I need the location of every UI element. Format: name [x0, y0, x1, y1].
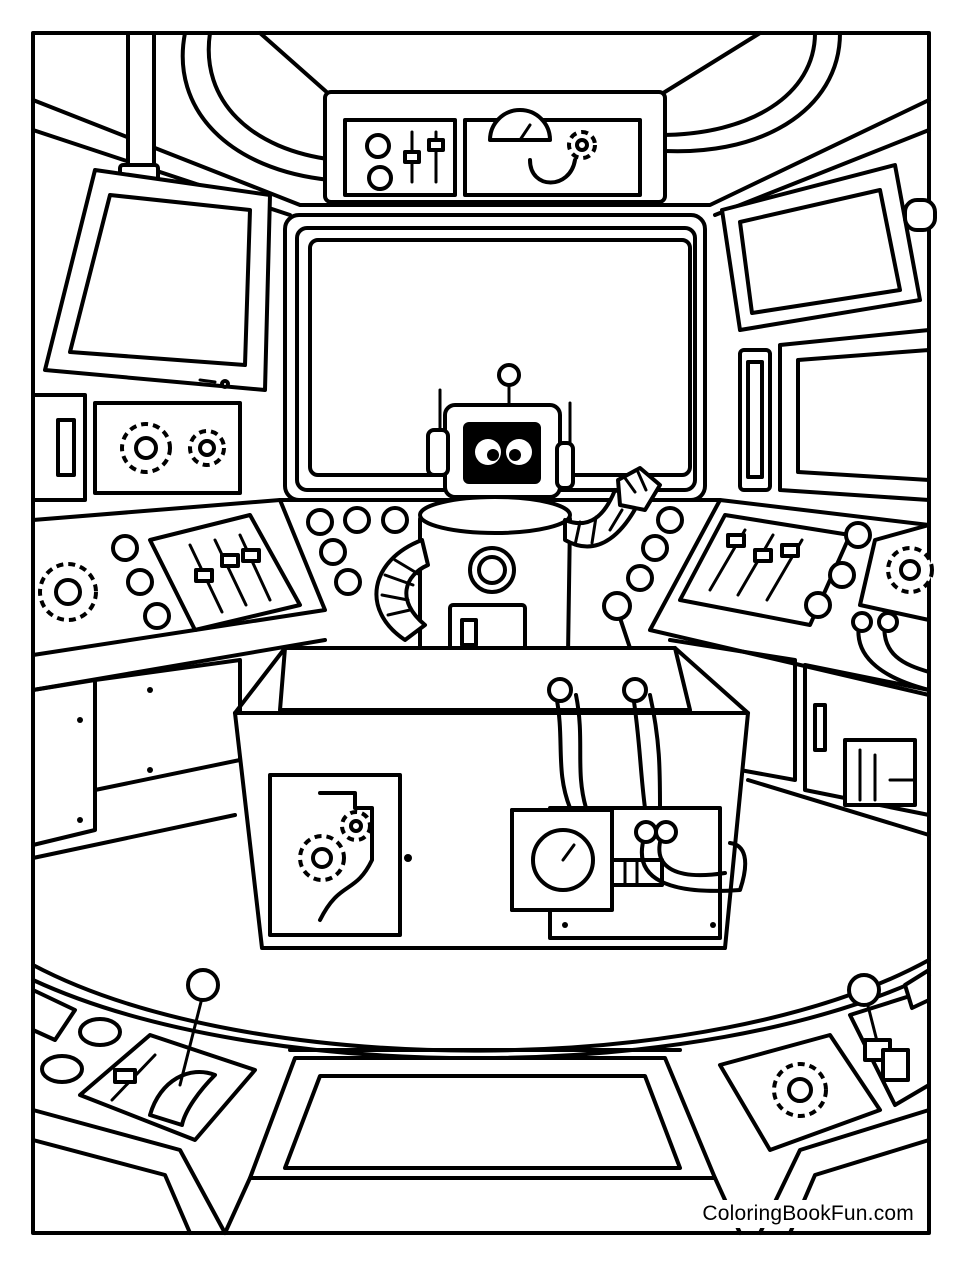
right-wall-panels — [648, 498, 934, 817]
watermark-text: ColoringBookFun.com — [698, 1200, 918, 1228]
joystick-icon — [602, 591, 632, 650]
right-upper-monitor-icon — [720, 163, 937, 332]
robot-face-screen — [463, 422, 541, 484]
joystick-icon — [148, 968, 220, 1127]
ceiling-structure — [31, 31, 931, 217]
right-lower-monitor-icon — [738, 328, 931, 502]
left-wall-panels — [31, 393, 327, 847]
ceiling-control-panel — [323, 90, 667, 204]
center-console — [233, 591, 750, 950]
dial-gauge-icon — [510, 806, 748, 940]
joystick-icon — [847, 973, 910, 1082]
left-monitor-icon — [43, 168, 272, 392]
cable-icon — [547, 677, 662, 810]
